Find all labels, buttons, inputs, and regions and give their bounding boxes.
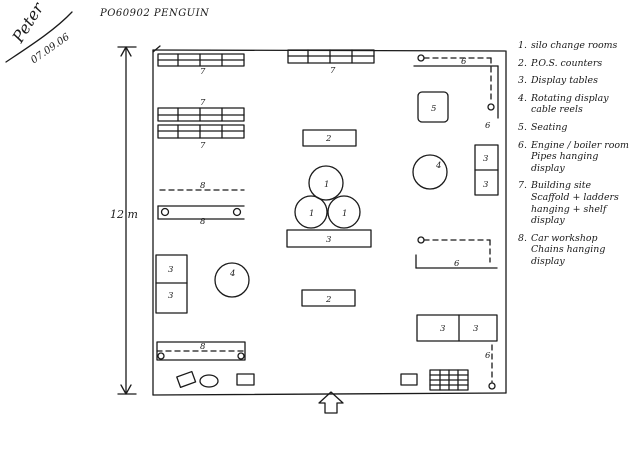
legend-item-text: hanging + shelf <box>531 203 607 215</box>
silo-right <box>327 195 361 229</box>
legend-item: 3. Display tables <box>518 75 636 87</box>
legend-item-text: Engine / boiler room <box>531 139 629 151</box>
counter-bottom <box>301 289 356 307</box>
legend-item-text: display <box>531 255 565 267</box>
legend: 1. silo change rooms 2. P.O.S. counters 3. Di… <box>518 40 636 274</box>
legend-item-text: Car workshop <box>531 232 598 244</box>
label-chain-top-b: 8 <box>200 217 206 227</box>
silo-left <box>294 195 328 229</box>
pipe-display-bottom <box>488 344 496 390</box>
label-cab-left-a: 3 <box>168 265 173 275</box>
label-reel-left: 4 <box>229 269 235 279</box>
label-counter-bottom: 2 <box>325 295 331 305</box>
legend-item-number: 2. <box>518 57 527 69</box>
legend-item-number: 8. <box>518 232 527 244</box>
entrance-arrow-icon <box>318 391 344 414</box>
label-cab-left-b: 3 <box>168 291 173 301</box>
signature: Peter <box>8 0 48 47</box>
label-table-center: 3 <box>326 235 331 245</box>
legend-item-text: Seating <box>531 121 568 133</box>
legend-item-number: 7. <box>518 180 527 192</box>
pallet-stack <box>429 369 469 391</box>
scaffold-top-center <box>287 49 375 64</box>
chain-display-bottom <box>156 341 246 361</box>
pipe-display-mid <box>415 236 498 269</box>
label-counter-top: 2 <box>325 134 331 144</box>
label-cab-right-a: 3 <box>483 154 488 164</box>
legend-item-text: Building site <box>531 180 592 192</box>
legend-item-number: 4. <box>518 92 527 104</box>
legend-item-text: display <box>531 215 565 227</box>
legend-item: 1. silo change rooms <box>518 40 636 52</box>
scaffold-left-1 <box>157 107 245 122</box>
legend-item: 5. Seating <box>518 122 636 134</box>
legend-item-text: Scaffold + ladders <box>531 191 619 203</box>
label-scaffold-top: 7 <box>330 66 336 76</box>
label-cab-bottom-b: 3 <box>473 324 478 334</box>
label-pipe-top: 6 <box>461 57 467 67</box>
legend-item-text: Rotating display <box>531 92 609 104</box>
dimension-arrow <box>117 46 137 395</box>
seating-block <box>417 91 449 123</box>
display-tables-left <box>155 254 188 314</box>
label-pipe-bottom: 6 <box>485 351 491 361</box>
display-table-center <box>286 229 372 248</box>
label-scaffold-left1: 7 <box>200 98 206 108</box>
signature-date: 07.09.06 <box>29 31 72 66</box>
legend-item-text: Display tables <box>531 75 598 87</box>
prop-bottom-right-1 <box>400 373 418 386</box>
label-silo-left: 1 <box>309 209 314 219</box>
label-chain-top: 8 <box>200 181 206 191</box>
pipe-display-top <box>413 54 499 119</box>
legend-item-text: cable reels <box>531 104 583 116</box>
legend-item-text: P.O.S. counters <box>531 57 603 69</box>
scaffold-top-left <box>157 53 245 67</box>
cable-reel-left <box>214 262 250 298</box>
dimension-label: 12 m <box>110 208 138 221</box>
legend-item-number: 6. <box>518 139 527 151</box>
signature-flourish <box>5 11 73 63</box>
label-chain-bottom: 8 <box>200 342 206 352</box>
label-pipe-mid: 6 <box>454 259 460 269</box>
legend-item-number: 1. <box>518 40 527 51</box>
prop-bottom-left-1 <box>176 370 197 389</box>
scaffold-left-2 <box>157 124 245 139</box>
legend-item-text: display <box>531 162 565 174</box>
legend-item-number: 5. <box>518 121 527 133</box>
label-reel-right: 4 <box>435 161 441 171</box>
display-tables-bottom <box>416 314 498 342</box>
page-title: PO60902 PENGUIN <box>100 8 210 19</box>
legend-item-number: 3. <box>518 75 527 87</box>
chain-display-top <box>157 189 245 220</box>
legend-item-text: Pipes hanging <box>531 151 599 163</box>
prop-bottom-left-3 <box>236 373 255 386</box>
silo-top <box>308 165 344 201</box>
display-tables-right <box>474 144 499 196</box>
cable-reel-right <box>412 154 448 190</box>
label-cab-bottom-a: 3 <box>440 324 445 334</box>
label-scaffold-top-left: 7 <box>200 67 206 77</box>
prop-bottom-left-2 <box>199 374 219 388</box>
label-silo-right: 1 <box>342 209 347 219</box>
legend-item: 2. P.O.S. counters <box>518 58 636 70</box>
label-cab-right-b: 3 <box>483 180 488 190</box>
legend-item-text: silo change rooms <box>531 40 618 51</box>
label-scaffold-left2: 7 <box>200 141 206 151</box>
legend-item-text: Chains hanging <box>531 244 606 256</box>
label-silo-top: 1 <box>324 180 329 190</box>
label-pipe-top-side: 6 <box>485 121 491 131</box>
label-seat: 5 <box>431 104 436 114</box>
counter-top <box>302 129 357 147</box>
